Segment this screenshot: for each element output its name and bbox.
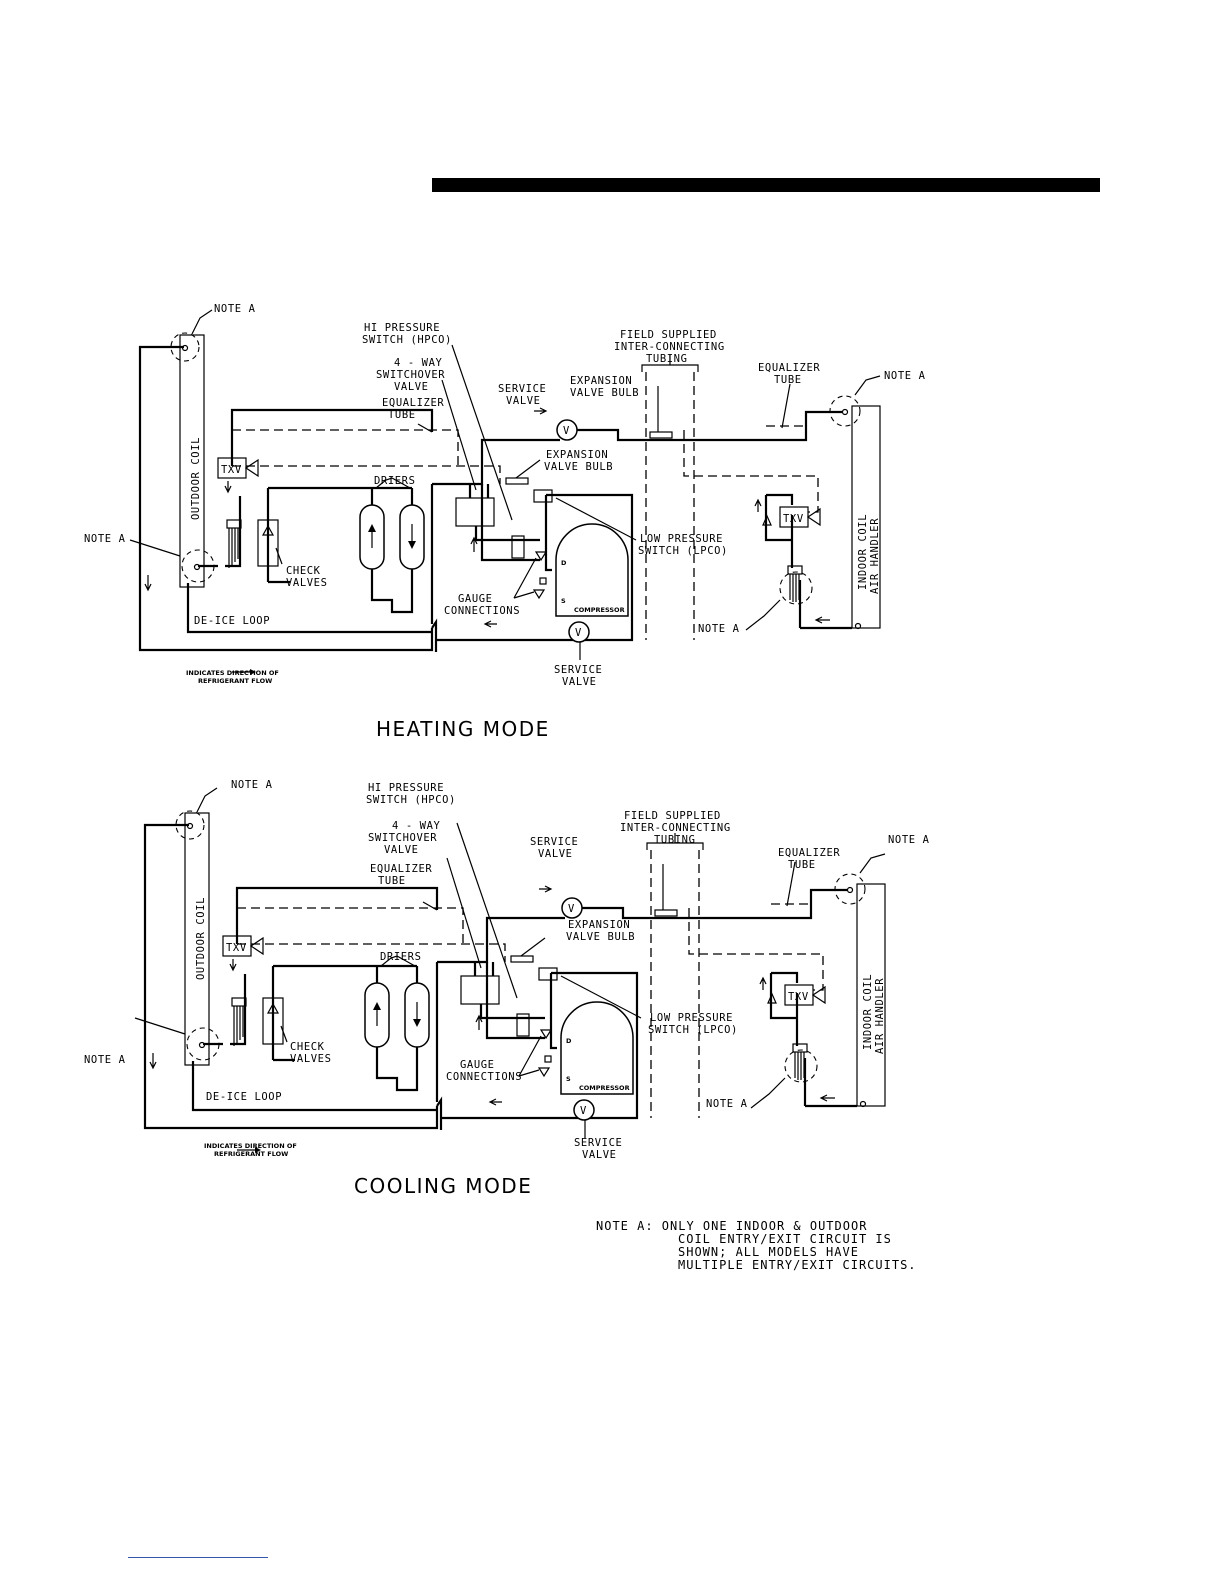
note-a-label: NOTE A <box>84 1054 126 1066</box>
expansion-bulb-label: EXPANSION <box>568 919 630 931</box>
flow-legend-label: INDICATES DIRECTION OF <box>186 669 279 677</box>
service-valve-label: SERVICE <box>530 836 578 848</box>
header-rule <box>432 178 1100 192</box>
equalizer-indoor-label-2: TUBE <box>788 859 816 871</box>
lpco-label: LOW PRESSURE <box>640 533 723 545</box>
note-a-label: NOTE A <box>698 623 740 635</box>
service-valve-label-2: VALVE <box>562 676 597 688</box>
expansion-bulb-label-2: VALVE BULB <box>566 931 635 943</box>
service-valve-glyph: V <box>568 903 575 915</box>
note-a-label: NOTE A <box>231 779 273 791</box>
service-valve-label: SERVICE <box>498 383 546 395</box>
hi-pressure-label-2: SWITCH (HPCO) <box>366 794 456 806</box>
indoor-coil-label: INDOOR COIL <box>862 974 874 1050</box>
indoor-coil-label-2: AIR HANDLER <box>869 518 881 594</box>
service-valve-label-2: VALVE <box>582 1149 617 1161</box>
four-way-label: 4 - WAY <box>394 357 443 369</box>
service-valve-glyph: V <box>575 627 582 639</box>
field-tubing-label: FIELD SUPPLIED <box>624 810 721 822</box>
field-tubing-label-2: INTER-CONNECTING <box>620 822 731 834</box>
footnote-line-1: NOTE A: ONLY ONE INDOOR & OUTDOOR <box>596 1219 867 1233</box>
equalizer-label-2: TUBE <box>388 409 416 421</box>
four-way-label-2: SWITCHOVER <box>376 369 445 381</box>
equalizer-indoor-label: EQUALIZER <box>758 362 820 374</box>
service-valve-glyph: V <box>563 425 570 437</box>
lpco-label-2: SWITCH (LPCO) <box>648 1024 738 1036</box>
port-d-label: D <box>566 1037 572 1045</box>
indoor-coil-label-2: AIR HANDLER <box>874 978 886 1054</box>
note-a-label: NOTE A <box>706 1098 748 1110</box>
txv-label: TXV <box>783 513 804 525</box>
field-tubing-label-3: TUBING <box>654 834 696 846</box>
port-s-label: S <box>566 1075 571 1083</box>
hi-pressure-label-2: SWITCH (HPCO) <box>362 334 452 346</box>
port-d-label: D <box>561 559 567 567</box>
txv-label: TXV <box>226 942 247 954</box>
footnote: NOTE A: ONLY ONE INDOOR & OUTDOOR COIL E… <box>596 1219 917 1272</box>
gauge-label: GAUGE <box>460 1059 495 1071</box>
note-a-label: NOTE A <box>888 834 930 846</box>
flow-legend-label-2: REFRIGERANT FLOW <box>214 1150 288 1158</box>
lpco-label-2: SWITCH (LPCO) <box>638 545 728 557</box>
txv-label: TXV <box>221 464 242 476</box>
field-tubing-label-2: INTER-CONNECTING <box>614 341 725 353</box>
flow-legend-label: INDICATES DIRECTION OF <box>204 1142 297 1150</box>
gauge-label-2: CONNECTIONS <box>444 605 520 617</box>
indoor-coil-label: INDOOR COIL <box>857 514 869 590</box>
flow-legend-label-2: REFRIGERANT FLOW <box>198 677 272 685</box>
de-ice-loop-label: DE-ICE LOOP <box>206 1091 282 1103</box>
expansion-bulb-label-2: VALVE BULB <box>544 461 613 473</box>
hi-pressure-label: HI PRESSURE <box>364 322 440 334</box>
check-valves-label-2: VALVES <box>290 1053 332 1065</box>
four-way-label-2: SWITCHOVER <box>368 832 437 844</box>
check-valves-label: CHECK <box>286 565 321 577</box>
hi-pressure-label: HI PRESSURE <box>368 782 444 794</box>
driers-label: DRIERS <box>380 951 422 963</box>
equalizer-indoor-label-2: TUBE <box>774 374 802 386</box>
lpco-label: LOW PRESSURE <box>650 1012 733 1024</box>
footer-rule <box>128 1557 268 1558</box>
equalizer-label: EQUALIZER <box>382 397 444 409</box>
equalizer-label-2: TUBE <box>378 875 406 887</box>
note-a-label: NOTE A <box>214 303 256 315</box>
expansion-bulb-label: EXPANSION <box>570 375 632 387</box>
four-way-label-3: VALVE <box>394 381 429 393</box>
field-tubing-label-3: TUBING <box>646 353 688 365</box>
service-valve-glyph: V <box>580 1105 587 1117</box>
driers-label: DRIERS <box>374 475 416 487</box>
note-a-label: NOTE A <box>884 370 926 382</box>
check-valves-label-2: VALVES <box>286 577 328 589</box>
cooling-mode-title: COOLING MODE <box>354 1174 532 1198</box>
heating-labels: NOTE A HI PRESSURE SWITCH (HPCO) 4 - WAY… <box>84 303 926 688</box>
cooling-labels: NOTE A HI PRESSURE SWITCH (HPCO) 4 - WAY… <box>84 779 930 1161</box>
footnote-line-4: MULTIPLE ENTRY/EXIT CIRCUITS. <box>678 1258 917 1272</box>
compressor-label: COMPRESSOR <box>579 1084 630 1092</box>
compressor-label: COMPRESSOR <box>574 606 625 614</box>
check-valves-label: CHECK <box>290 1041 325 1053</box>
service-valve-label-2: VALVE <box>538 848 573 860</box>
heating-mode-title: HEATING MODE <box>376 717 550 741</box>
service-valve-label-2: VALVE <box>506 395 541 407</box>
gauge-label-2: CONNECTIONS <box>446 1071 522 1083</box>
outdoor-coil-label: OUTDOOR COIL <box>195 897 207 980</box>
service-valve-label: SERVICE <box>554 664 602 676</box>
field-tubing-label: FIELD SUPPLIED <box>620 329 717 341</box>
expansion-bulb-label: EXPANSION <box>546 449 608 461</box>
txv-label: TXV <box>788 991 809 1003</box>
footnote-line-3: SHOWN; ALL MODELS HAVE <box>678 1245 859 1259</box>
outdoor-coil-label: OUTDOOR COIL <box>190 437 202 520</box>
footnote-line-2: COIL ENTRY/EXIT CIRCUIT IS <box>678 1232 892 1246</box>
note-a-label: NOTE A <box>84 533 126 545</box>
four-way-label: 4 - WAY <box>392 820 441 832</box>
service-valve-label: SERVICE <box>574 1137 622 1149</box>
de-ice-loop-label: DE-ICE LOOP <box>194 615 270 627</box>
expansion-bulb-label-2: VALVE BULB <box>570 387 639 399</box>
equalizer-label: EQUALIZER <box>370 863 432 875</box>
gauge-label: GAUGE <box>458 593 493 605</box>
four-way-label-3: VALVE <box>384 844 419 856</box>
port-s-label: S <box>561 597 566 605</box>
equalizer-indoor-label: EQUALIZER <box>778 847 840 859</box>
